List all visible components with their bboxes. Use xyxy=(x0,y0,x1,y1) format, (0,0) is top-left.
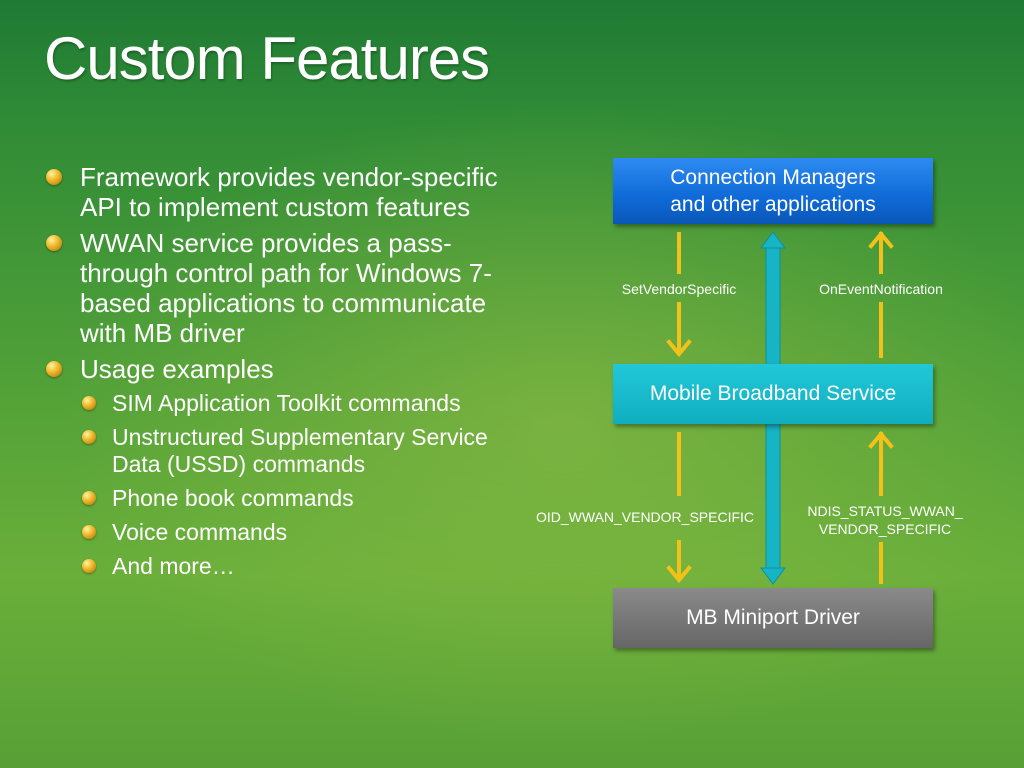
bullet-text: Voice commands xyxy=(112,519,288,545)
teal-arrow-head-up xyxy=(760,231,786,249)
bullet-item: WWAN service provides a pass-through con… xyxy=(44,228,514,348)
slide-title: Custom Features xyxy=(44,25,490,92)
bullet-text: And more… xyxy=(112,553,235,579)
sub-bullet-icon xyxy=(82,396,96,410)
sub-bullet-icon xyxy=(82,559,96,573)
mb-miniport-driver-label: MB Miniport Driver xyxy=(686,606,860,629)
bullet-icon xyxy=(46,235,62,251)
bullet-icon xyxy=(46,361,62,377)
ndis-status-label-line2: VENDOR_SPECIFIC xyxy=(818,521,952,537)
on-event-notification-label: OnEventNotification xyxy=(819,281,943,297)
bullet-text: WWAN service provides a pass-through con… xyxy=(80,228,492,348)
bullet-text: SIM Application Toolkit commands xyxy=(112,390,461,416)
bullet-list: Framework provides vendor-specific API t… xyxy=(44,162,514,587)
bullet-icon xyxy=(46,169,62,185)
mobile-broadband-service-box: Mobile Broadband Service xyxy=(613,364,933,424)
sub-bullet-item: Unstructured Supplementary Service Data … xyxy=(44,424,514,478)
sub-bullet-icon xyxy=(82,430,96,444)
oid-wwan-vendor-specific-label: OID_WWAN_VENDOR_SPECIFIC xyxy=(535,509,755,525)
bullet-text: Unstructured Supplementary Service Data … xyxy=(112,424,488,477)
sub-bullet-icon xyxy=(82,525,96,539)
oid-vendor-specific-arrow xyxy=(666,432,692,584)
sub-bullet-icon xyxy=(82,491,96,505)
mb-miniport-driver-box: MB Miniport Driver xyxy=(613,588,933,648)
connection-managers-box: Connection Managers and other applicatio… xyxy=(613,158,933,224)
on-event-notification-arrow xyxy=(868,230,894,358)
bullet-text: Phone book commands xyxy=(112,485,354,511)
sub-bullet-item: And more… xyxy=(44,553,514,580)
ndis-status-label-line1: NDIS_STATUS_WWAN_ xyxy=(807,503,963,519)
bullet-text: Usage examples xyxy=(80,354,274,384)
ndis-status-wwan-label: NDIS_STATUS_WWAN_ VENDOR_SPECIFIC xyxy=(790,502,980,538)
teal-arrow-head-down xyxy=(760,567,786,585)
connection-managers-label: Connection Managers and other applicatio… xyxy=(670,166,876,216)
mobile-broadband-service-label: Mobile Broadband Service xyxy=(649,382,897,405)
bullet-item: Framework provides vendor-specific API t… xyxy=(44,162,514,222)
sub-bullet-item: Voice commands xyxy=(44,519,514,546)
sub-bullet-item: SIM Application Toolkit commands xyxy=(44,390,514,417)
ndis-status-vendor-specific-arrow xyxy=(868,430,894,584)
bullet-text: Framework provides vendor-specific API t… xyxy=(80,162,498,222)
bullet-item: Usage examples xyxy=(44,354,514,384)
sub-bullet-item: Phone book commands xyxy=(44,485,514,512)
set-vendor-specific-arrow xyxy=(666,232,692,358)
set-vendor-specific-label: SetVendorSpecific xyxy=(621,281,737,297)
